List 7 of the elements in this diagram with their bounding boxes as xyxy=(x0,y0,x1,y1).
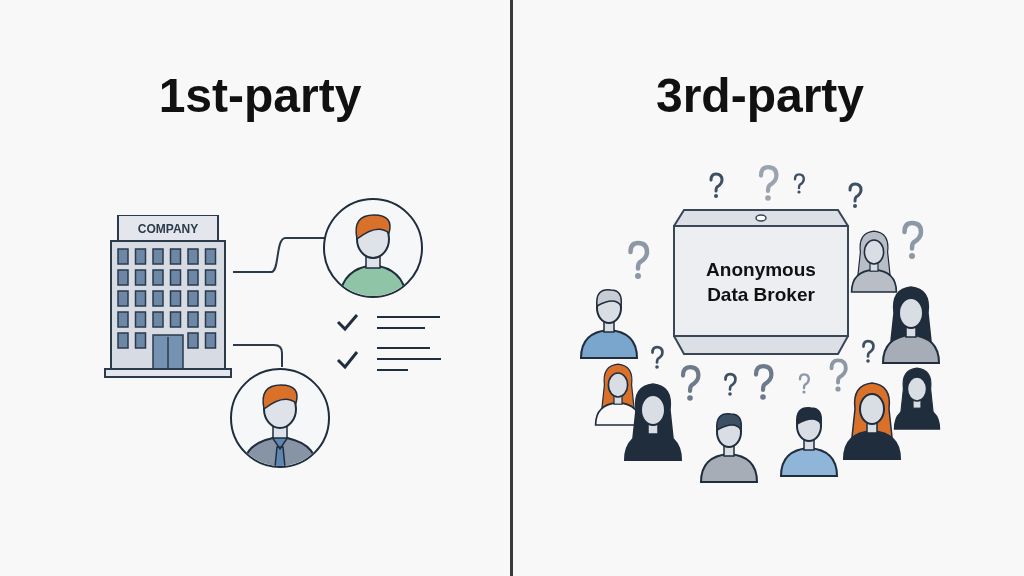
heading: 3rd-party xyxy=(654,68,866,124)
connector-line xyxy=(232,344,283,368)
broker-label: Anonymous Data Broker xyxy=(705,258,817,307)
person-avatar xyxy=(229,367,331,469)
building-sign-text: COMPANY xyxy=(136,221,200,238)
heading: 1st-party xyxy=(157,68,363,124)
person-avatar xyxy=(322,197,424,299)
